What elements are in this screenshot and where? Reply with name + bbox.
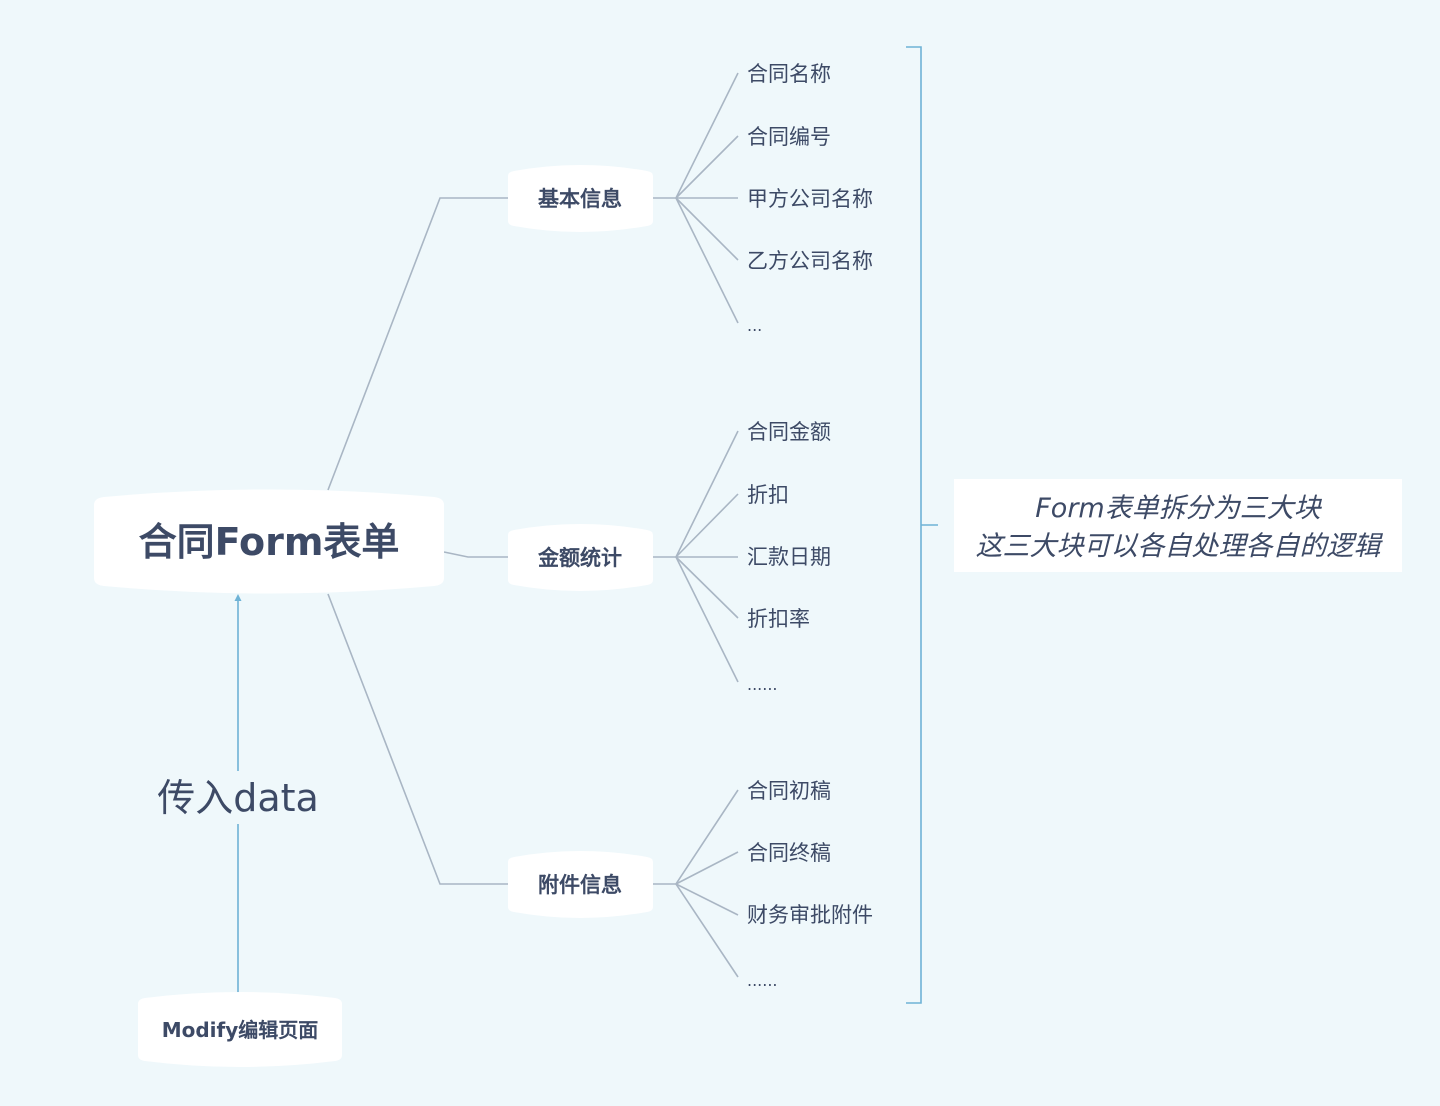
source-node-shape [138, 992, 342, 1067]
note-box-background [954, 479, 1402, 572]
leaf-1-2[interactable]: 合同编号 [747, 125, 831, 149]
branch-node-2-shape [508, 524, 653, 591]
branch-node-3-label: 附件信息 [538, 873, 622, 897]
branch-node-2[interactable]: 金额统计 [508, 524, 653, 591]
branch-node-1-label: 基本信息 [538, 187, 622, 211]
leaf-2-5[interactable]: ...... [747, 675, 778, 694]
leaf-2-2[interactable]: 折扣 [747, 483, 789, 507]
root-node-shape [94, 489, 444, 594]
branch-node-1-shape [508, 165, 653, 232]
note-line-1: Form表单拆分为三大块 [1035, 493, 1322, 524]
branch-3-leaf-links [653, 789, 739, 978]
leaf-1-1[interactable]: 合同名称 [747, 62, 831, 86]
source-node-label: Modify编辑页面 [162, 1018, 319, 1042]
branch-1-leaf-links [653, 72, 739, 324]
leaf-1-4[interactable]: 乙方公司名称 [747, 249, 873, 273]
leaf-2-1[interactable]: 合同金额 [747, 420, 831, 444]
link-root-branch-1 [327, 197, 508, 491]
root-node[interactable]: 合同Form表单 [94, 489, 444, 594]
branch-node-3[interactable]: 附件信息 [508, 851, 653, 918]
group-bracket [906, 46, 938, 1004]
root-node-label: 合同Form表单 [139, 520, 400, 564]
leaf-3-4[interactable]: ...... [747, 971, 778, 990]
leaf-2-3[interactable]: 汇款日期 [747, 545, 831, 569]
leaf-1-5[interactable]: ... [747, 316, 762, 335]
leaf-3-2[interactable]: 合同终稿 [747, 841, 831, 865]
data-arrow-label: 传入data [157, 776, 319, 820]
leaf-1-3[interactable]: 甲方公司名称 [747, 187, 873, 211]
leaf-2-4[interactable]: 折扣率 [747, 607, 810, 631]
leaf-3-3[interactable]: 财务审批附件 [747, 903, 873, 927]
link-root-branch-3 [327, 593, 508, 885]
note-box[interactable]: Form表单拆分为三大块 这三大块可以各自处理各自的逻辑 [954, 479, 1402, 572]
branch-node-2-label: 金额统计 [537, 546, 622, 570]
source-node[interactable]: Modify编辑页面 [138, 992, 342, 1067]
link-root-branch-2 [443, 551, 508, 558]
leaf-3-1[interactable]: 合同初稿 [747, 779, 831, 803]
data-arrow-head [234, 594, 242, 601]
branch-node-3-shape [508, 851, 653, 918]
branch-2-leaf-links [653, 430, 739, 683]
branch-node-1[interactable]: 基本信息 [508, 165, 653, 232]
note-line-2: 这三大块可以各自处理各自的逻辑 [976, 531, 1384, 562]
